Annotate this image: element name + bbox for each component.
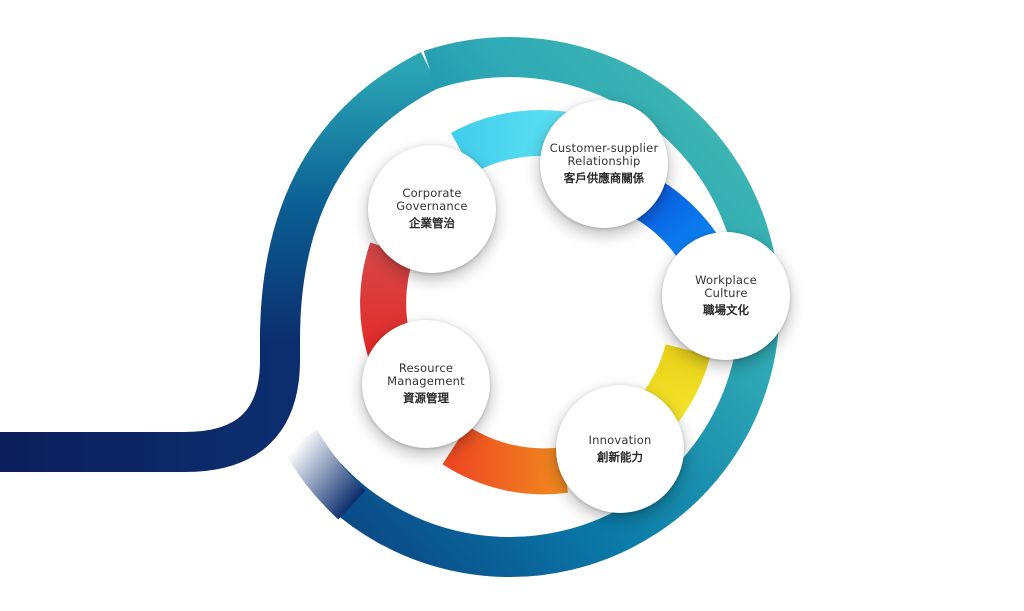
arc-orange xyxy=(442,425,568,495)
node-resource-management: Resource Management 資源管理 xyxy=(362,320,490,448)
node-label-en: Corporate Governance xyxy=(396,186,468,213)
swirl-fade xyxy=(282,429,366,520)
node-innovation: Innovation 創新能力 xyxy=(556,385,684,513)
node-label-zh: 職場文化 xyxy=(703,303,749,317)
node-workplace-culture: Workplace Culture 職場文化 xyxy=(662,232,790,360)
node-label-en: Resource Management xyxy=(387,361,465,388)
node-customer-supplier-relationship: Customer-supplier Relationship 客戶供應商關係 xyxy=(540,100,668,228)
node-label-zh: 企業管治 xyxy=(409,216,455,230)
swirl-tail xyxy=(0,330,300,472)
node-label-zh: 創新能力 xyxy=(597,449,643,464)
swirl-ring xyxy=(304,37,780,577)
node-label-zh: 資源管理 xyxy=(403,391,449,405)
node-label-zh: 客戶供應商關係 xyxy=(563,171,645,185)
node-label-en: Innovation xyxy=(588,432,652,447)
node-label-en: Workplace Culture xyxy=(695,273,757,300)
swirl-left-arc xyxy=(260,52,440,341)
node-corporate-governance: Corporate Governance 企業管治 xyxy=(368,145,496,273)
node-label-en: Customer-supplier Relationship xyxy=(549,141,659,168)
